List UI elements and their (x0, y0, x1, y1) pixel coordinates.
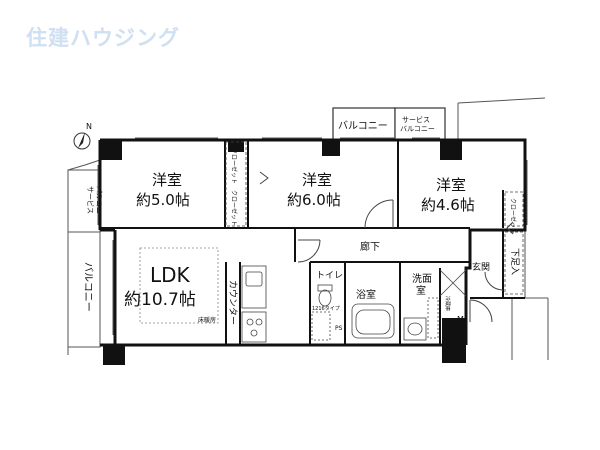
brand-logo: 住建ハウジング (26, 26, 180, 50)
ldk-name: LDK (150, 263, 191, 287)
bathtub-fixture (351, 303, 395, 339)
ps-label: PS (335, 325, 343, 332)
left-balcony (67, 231, 101, 348)
western-room-1-name: 洋室 (152, 171, 182, 189)
bathroom-type-note: 1216タイプ (312, 305, 340, 312)
floor-heating-area (139, 247, 219, 324)
closet-label-2: クローゼット (230, 190, 238, 226)
floor-heating-label: 床暖房 (198, 316, 216, 324)
left-service-balcony (67, 169, 101, 233)
closet-outlines (225, 141, 524, 295)
outer-walls (98, 138, 527, 347)
mb-label-m: M (457, 315, 464, 324)
left-service-balcony-line1: サービス (86, 186, 95, 214)
kitchen-fixtures (241, 265, 267, 343)
closet-label-1: クローゼット (230, 148, 238, 184)
top-service-balcony-line2: バルコニー (400, 125, 435, 133)
shoe-cabinet-label: 下足入 (509, 248, 520, 275)
interior-walls (100, 140, 525, 345)
bathroom-label: 浴室 (356, 288, 376, 301)
western-room-3-name: 洋室 (436, 176, 466, 194)
north-compass-icon: N (73, 122, 92, 150)
western-room-1-size: 約5.0帖 (136, 191, 190, 209)
washroom-label-line2: 室 (416, 284, 426, 297)
washroom-fixtures (403, 269, 467, 341)
western-room-2-name: 洋室 (302, 171, 332, 189)
top-balcony-label: バルコニー (338, 120, 388, 132)
mb-label-b: B (458, 325, 464, 334)
pillars (100, 140, 466, 365)
windows (97, 137, 528, 335)
ldk-size: 約10.7帖 (124, 290, 196, 310)
washroom-label-line1: 洗面 (412, 273, 432, 285)
counter-label: カウンター (227, 280, 238, 325)
entrance-label: 玄関 (472, 261, 490, 273)
compass-north-label: N (86, 122, 92, 131)
top-balcony-area (332, 107, 446, 141)
toilet-label: トイレ (316, 271, 343, 281)
corridor-label: 廊下 (360, 240, 380, 253)
top-service-balcony-label: サービスバルコニー (400, 115, 435, 133)
top-service-balcony-line1: サービス (402, 115, 430, 124)
western-room-3-size: 約4.6帖 (421, 196, 475, 214)
western-room-2-size: 約6.0帖 (287, 191, 341, 209)
closet-label-3: クローゼット (509, 198, 517, 234)
left-balcony-label: バルコニー (82, 262, 94, 312)
fridge-label: 冷蔵庫 (444, 296, 451, 311)
toilet-fixture (311, 284, 333, 341)
